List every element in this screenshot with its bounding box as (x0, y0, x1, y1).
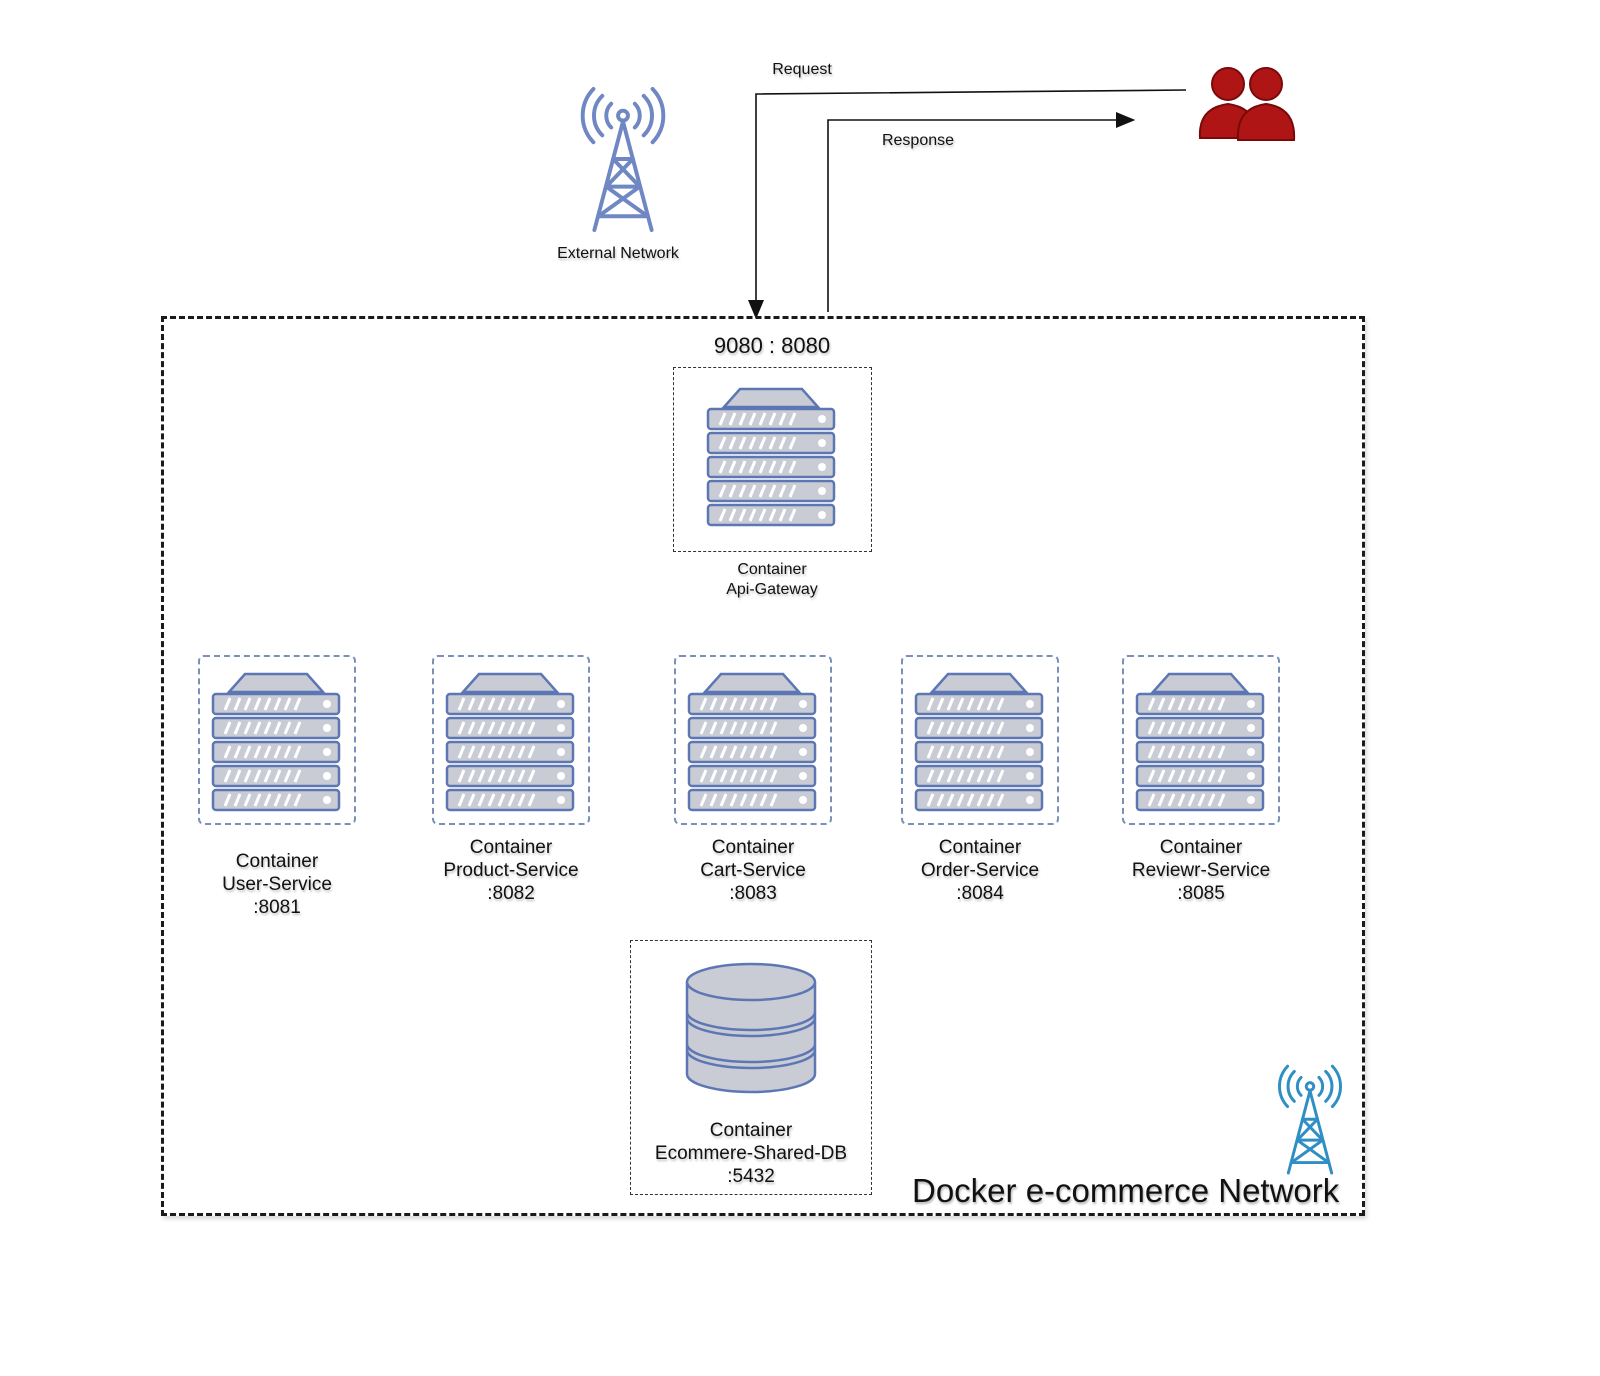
shared-db-label: Container Ecommere-Shared-DB :5432 (654, 1120, 848, 1187)
product-service-label: Container Product-Service :8082 (443, 837, 579, 904)
request-label: Request (772, 61, 832, 78)
request-response-arrows (748, 89, 1187, 320)
order-service-label: Container Order-Service :8084 (920, 837, 1040, 904)
cart-service-label: Container Cart-Service :8083 (700, 837, 806, 904)
user-service-label: Container User-Service :8081 (222, 851, 332, 918)
cart-service-server-icon (687, 670, 817, 825)
docker-network-tower-icon (1276, 1064, 1344, 1176)
user-service-server-icon (211, 670, 341, 825)
api-gateway-server-icon (706, 385, 836, 535)
cart-service-container (674, 655, 832, 825)
docker-network-boundary (161, 316, 1365, 1216)
order-service-container (901, 655, 1059, 825)
response-label: Response (881, 132, 955, 149)
api-gateway-label: Container Api-Gateway (726, 561, 818, 598)
response-edge (827, 112, 1136, 312)
product-service-server-icon (445, 670, 575, 825)
external-network-label: External Network (557, 245, 679, 262)
request-edge (748, 89, 1187, 320)
review-service-server-icon (1135, 670, 1265, 825)
order-service-server-icon (914, 670, 1044, 825)
shared-db-container (630, 940, 872, 1195)
product-service-container (432, 655, 590, 825)
gateway-port-mapping: 9080 : 8080 (713, 333, 831, 358)
review-service-label: Container Reviewr-Service :8085 (1131, 837, 1271, 904)
database-icon (683, 962, 819, 1098)
users-icon (1190, 62, 1310, 152)
docker-network-title: Docker e-commerce Network (912, 1172, 1340, 1209)
user-service-container (198, 655, 356, 825)
api-gateway-container (673, 367, 872, 552)
review-service-container (1122, 655, 1280, 825)
